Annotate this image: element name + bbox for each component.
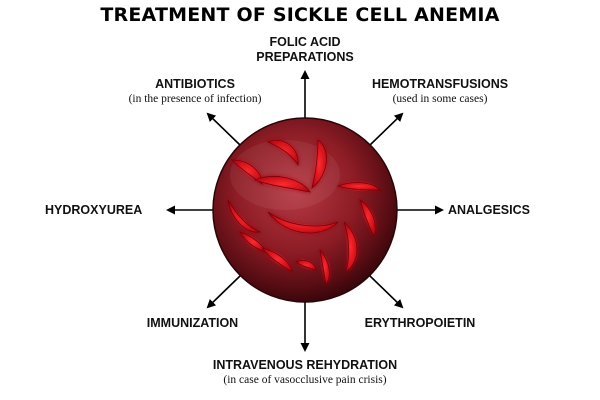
sickle-cells (227, 139, 381, 285)
sickle-cell (231, 159, 263, 185)
sickle-cell (267, 211, 339, 234)
folic-acid-line1: FOLIC ACID (269, 35, 341, 49)
label-hydroxyurea: HYDROXYUREA (45, 203, 165, 218)
sickle-cell (359, 199, 376, 238)
label-folic-acid: FOLIC ACID PREPARATIONS (245, 35, 365, 65)
sickle-cell (295, 260, 317, 271)
label-immunization: IMMUNIZATION (130, 316, 255, 331)
sickle-cell (311, 139, 327, 190)
hemotransfusions-label: HEMOTRANSFUSIONS (371, 77, 509, 91)
hydroxyurea-label: HYDROXYUREA (45, 203, 143, 217)
arrows (166, 70, 444, 352)
label-antibiotics: ANTIBIOTICS (in the presence of infectio… (100, 77, 290, 106)
sickle-cell (266, 139, 299, 167)
sickle-cell (343, 221, 358, 274)
label-hemotransfusions: HEMOTRANSFUSIONS (used in some cases) (345, 77, 535, 106)
rehydration-note: (in case of vasocclusive pain crisis) (223, 374, 387, 386)
antibiotics-note: (in the presence of infection) (128, 93, 262, 105)
arrow-erythropoietin (369, 275, 404, 309)
arrow-hemotransfusions (369, 112, 404, 146)
sickle-cell (336, 182, 381, 191)
arrow-antibiotics (206, 112, 241, 146)
rehydration-label: INTRAVENOUS REHYDRATION (212, 358, 398, 372)
hemotransfusions-note: (used in some cases) (392, 93, 488, 105)
antibiotics-label: ANTIBIOTICS (155, 77, 235, 91)
label-erythropoietin: ERYTHROPOIETIN (355, 316, 485, 331)
sickle-cell (227, 199, 262, 233)
sickle-cell (260, 247, 293, 273)
label-rehydration: INTRAVENOUS REHYDRATION (in case of vaso… (175, 358, 435, 387)
immunization-label: IMMUNIZATION (146, 316, 239, 330)
blood-vessel-cross-section (212, 117, 398, 303)
erythropoietin-label: ERYTHROPOIETIN (364, 316, 476, 330)
folic-acid-line2: PREPARATIONS (256, 50, 354, 64)
sickle-cell (253, 176, 311, 193)
analgesics-label: ANALGESICS (448, 203, 530, 217)
diagram-title: TREATMENT OF SICKLE CELL ANEMIA (100, 4, 500, 26)
label-analgesics: ANALGESICS (448, 203, 548, 218)
sickle-cell (319, 248, 330, 285)
arrow-immunization (206, 275, 241, 309)
